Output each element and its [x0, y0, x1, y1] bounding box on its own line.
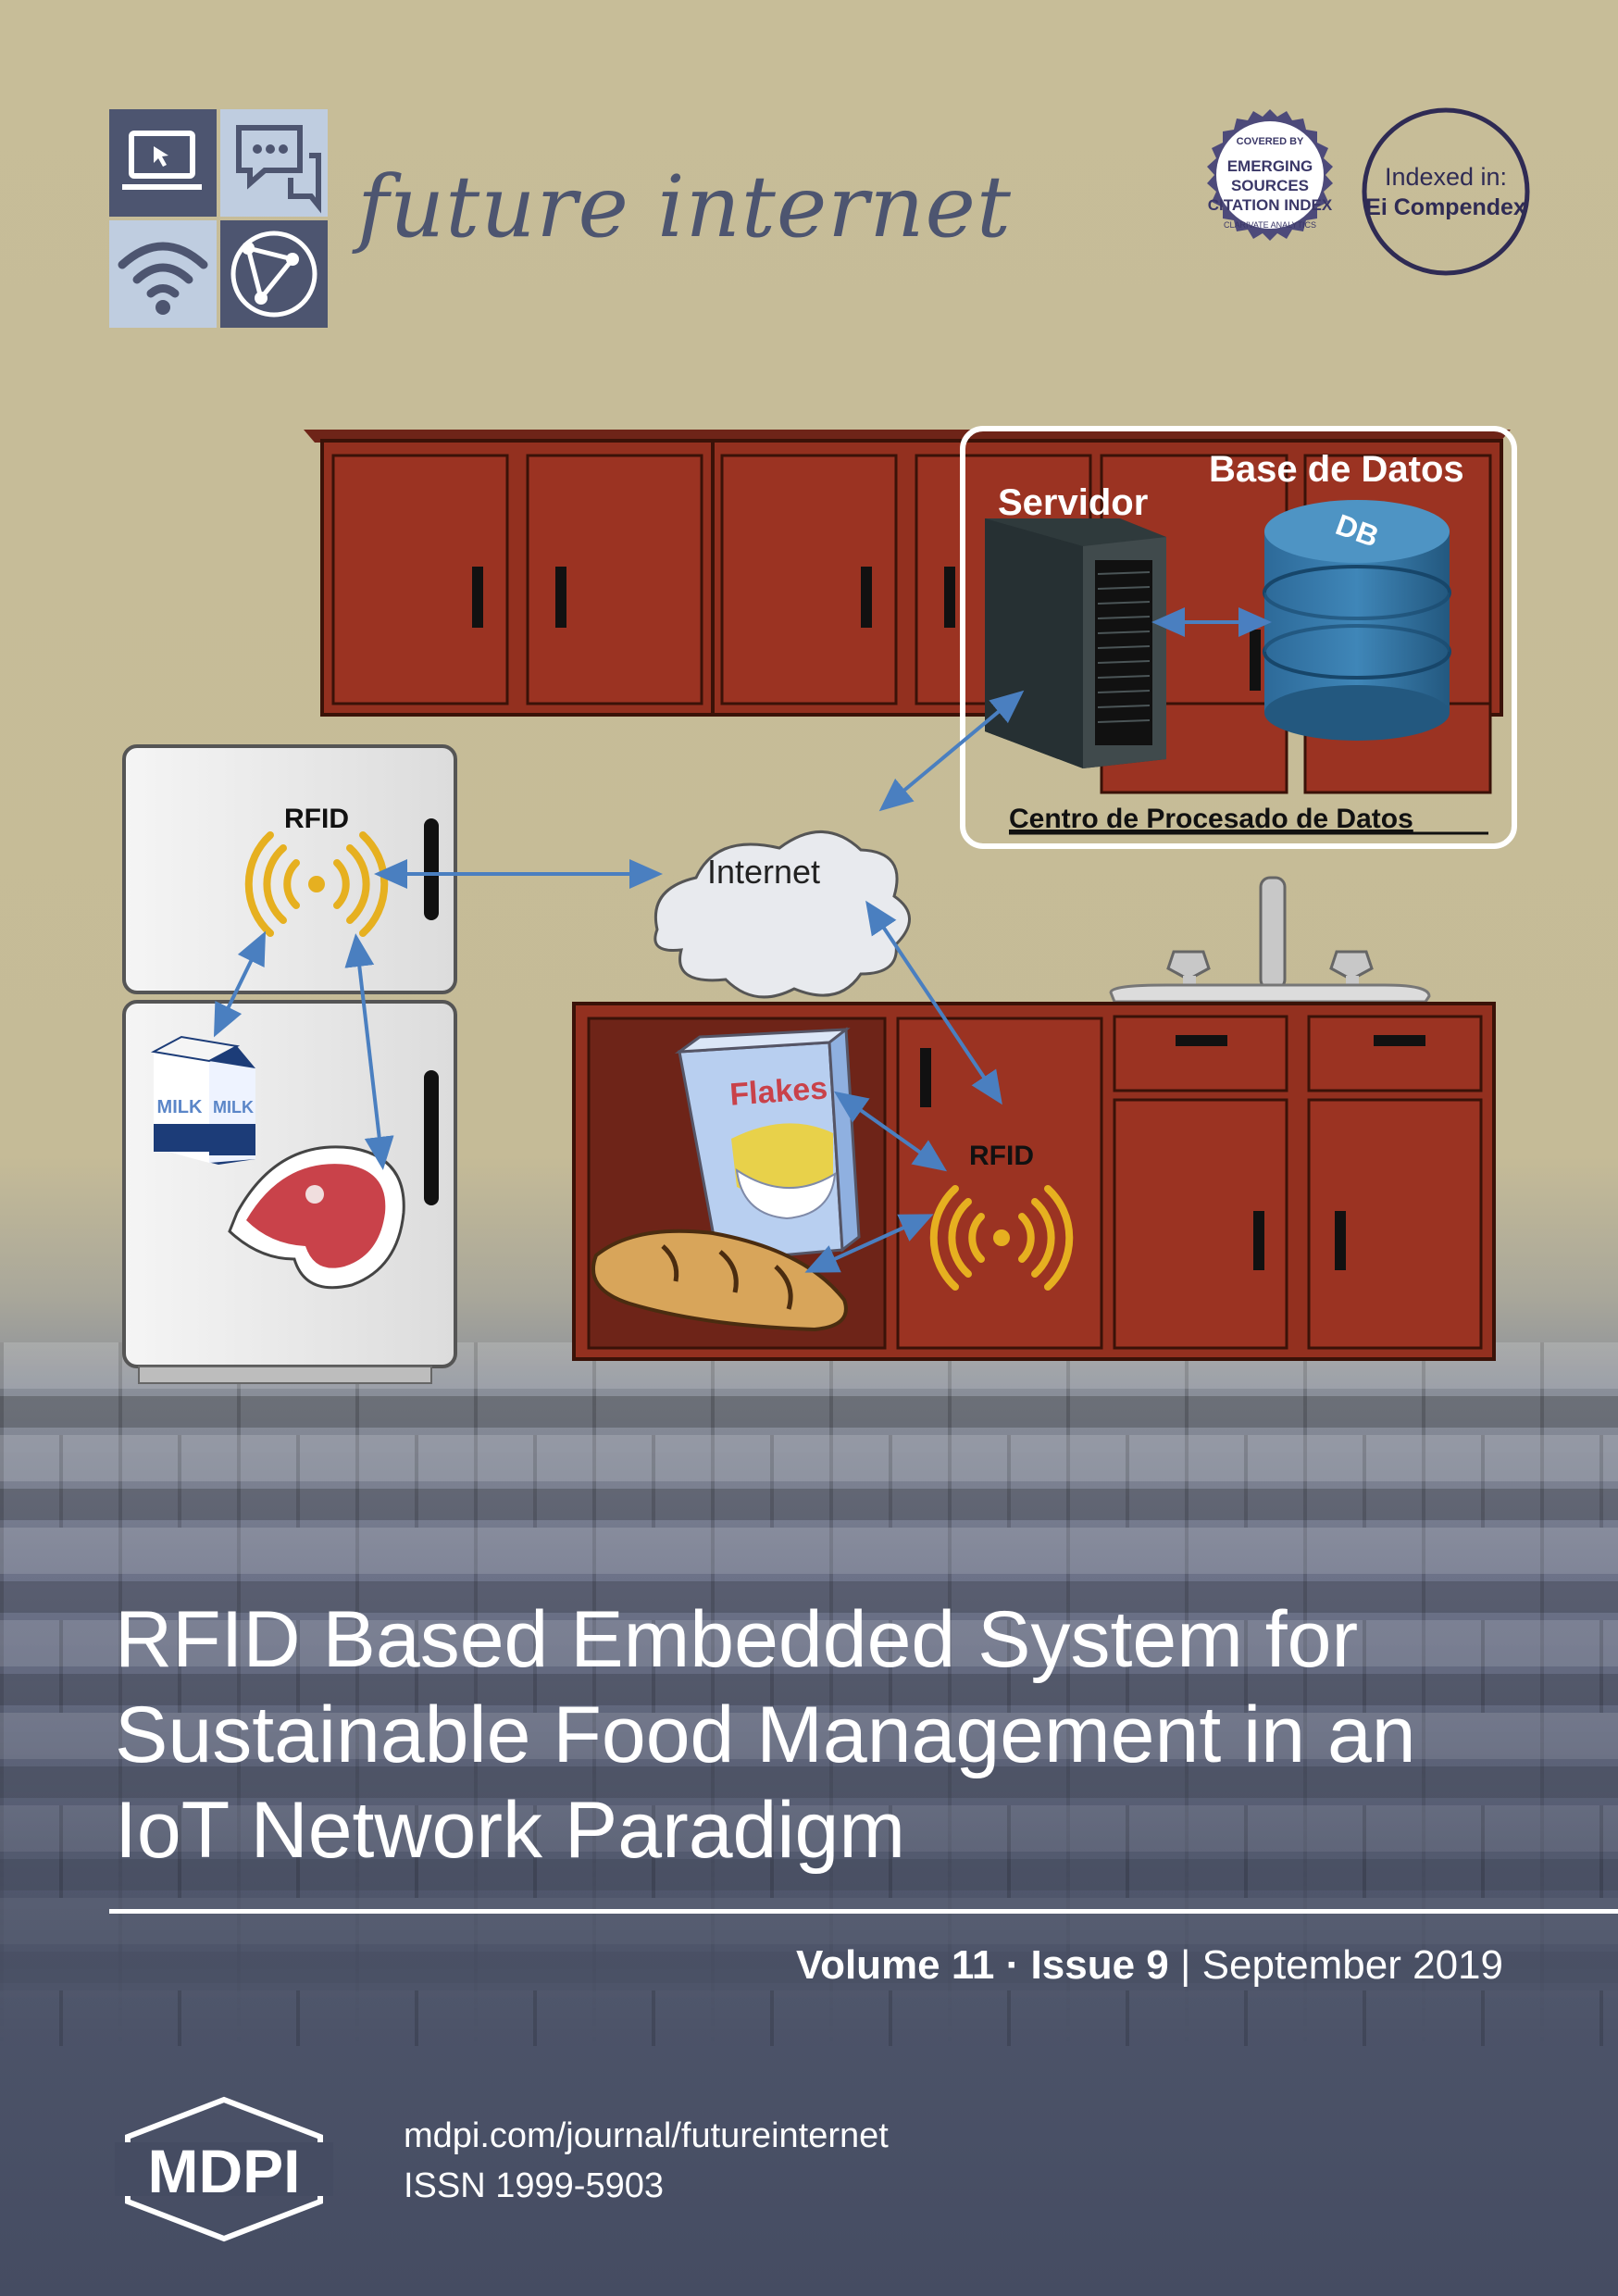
connection-arrows [213, 607, 1272, 1273]
database-icon [1263, 500, 1451, 741]
svg-text:SOURCES: SOURCES [1231, 177, 1309, 194]
title-divider [109, 1909, 1618, 1914]
issue-separator: · [1005, 1942, 1020, 1988]
datacenter-frame [960, 426, 1517, 849]
svg-text:CLARIVATE ANALYTICS: CLARIVATE ANALYTICS [1224, 220, 1316, 230]
svg-text:MILK: MILK [213, 1098, 254, 1117]
svg-text:EMERGING: EMERGING [1227, 157, 1313, 175]
svg-text:Indexed in:: Indexed in: [1385, 163, 1507, 191]
article-title: RFID Based Embedded System for Sustainab… [115, 1592, 1540, 1878]
title-line-3: IoT Network Paradigm [115, 1786, 905, 1875]
svg-text:MDPI: MDPI [148, 2137, 301, 2205]
globe-icon [230, 231, 317, 318]
sink [1109, 876, 1431, 1004]
meat-icon [228, 1145, 405, 1290]
issue-number: Issue 9 [1030, 1942, 1169, 1988]
chat-icon [236, 125, 321, 214]
journal-url: mdpi.com/journal/futureinternet [404, 2116, 889, 2155]
flakes-label: Flakes [728, 1070, 828, 1112]
svg-text:COVERED BY: COVERED BY [1237, 136, 1304, 147]
title-line-2: Sustainable Food Management in an [115, 1691, 1416, 1779]
floor-tiles-offset [0, 1342, 1618, 2046]
journal-logo [109, 109, 328, 328]
rfid-cabinet-icon [929, 1185, 1074, 1291]
esci-badge: COVERED BY EMERGING SOURCES CITATION IND… [1207, 109, 1333, 241]
wifi-icon [118, 242, 208, 298]
title-line-1: RFID Based Embedded System for [115, 1595, 1359, 1684]
svg-text:MILK: MILK [157, 1097, 203, 1117]
milk-carton-icon [150, 1035, 255, 1165]
floor-tiles [0, 1342, 1618, 2046]
svg-text:Ei Compendex: Ei Compendex [1365, 194, 1526, 220]
issue-divider: | [1179, 1942, 1191, 1988]
database-label: Base de Datos [1209, 449, 1464, 490]
server-label: Servidor [998, 482, 1148, 523]
issue-info: Volume 11 · Issue 9 | September 2019 [796, 1942, 1503, 1989]
journal-name: future internet [357, 157, 1012, 256]
issue-date: September 2019 [1201, 1942, 1503, 1988]
compendex-badge: Indexed in: Ei Compendex [1362, 107, 1530, 276]
svg-text:CITATION INDEX: CITATION INDEX [1208, 196, 1333, 214]
bread-icon [591, 1229, 848, 1332]
datacenter-label: Centro de Procesado de Datos [1009, 804, 1413, 834]
internet-label: Internet [707, 853, 820, 891]
issn: ISSN 1999-5903 [404, 2166, 664, 2205]
rfid-cabinet-label: RFID [969, 1141, 1034, 1171]
laptop-icon [122, 131, 202, 190]
mdpi-logo: MDPI [115, 2096, 333, 2242]
rfid-fridge-label: RFID [284, 804, 349, 834]
volume: Volume 11 [796, 1942, 995, 1988]
index-badges: COVERED BY EMERGING SOURCES CITATION IND… [1207, 107, 1530, 276]
kitchen-illustration: Servidor DB Base de Datos Centro de Proc… [122, 426, 1517, 1384]
server-icon [985, 518, 1166, 768]
